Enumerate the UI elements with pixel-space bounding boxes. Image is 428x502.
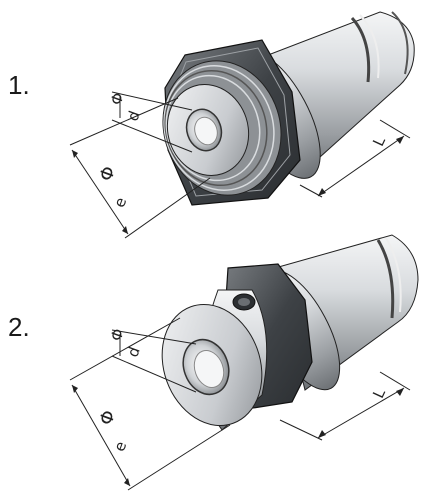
fig2-phi-d-symbol: Φ xyxy=(107,326,128,343)
figure-2-drawing: Φ d Φ e L xyxy=(69,234,419,491)
fig1-L-label: L xyxy=(369,133,389,149)
fig1-phi-d-symbol: Φ xyxy=(107,90,128,107)
figure-1-label: 1. xyxy=(8,70,30,100)
fig1-d-label: d xyxy=(124,108,144,123)
fig1-phi-e-symbol: Φ xyxy=(96,164,121,184)
figure-1-drawing: Φ d Φ e L xyxy=(69,11,415,239)
fig1-e-label: e xyxy=(110,195,130,210)
figure-2-label: 2. xyxy=(8,312,30,342)
fig2-L-label: L xyxy=(369,385,389,401)
fig2-d-label: d xyxy=(124,344,144,359)
fig2-phi-e-symbol: Φ xyxy=(96,408,121,428)
fig2-e-label: e xyxy=(110,439,130,454)
